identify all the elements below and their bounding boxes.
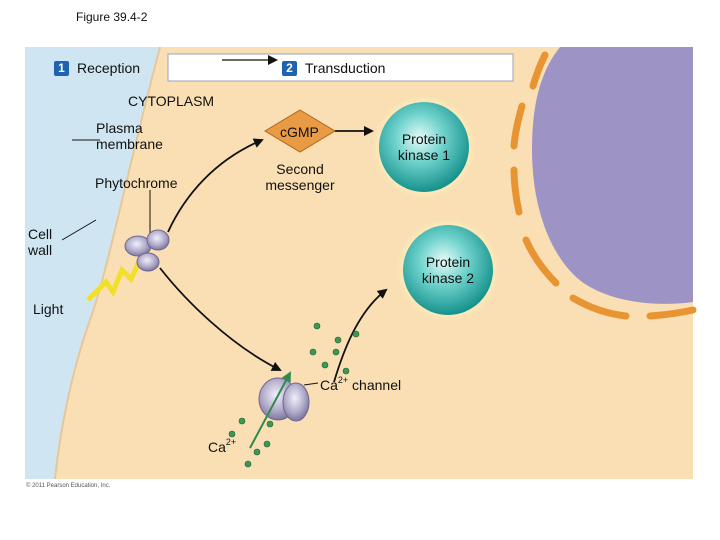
cell-wall-line-1: Cell [28, 226, 53, 242]
nuclear-envelope [510, 51, 697, 320]
step-2-badge: 2 [282, 60, 297, 76]
cytoplasm-label: CYTOPLASM [128, 93, 215, 109]
nucleus [532, 47, 693, 304]
protein-kinase-2 [403, 225, 493, 315]
ca-channel-charge: 2+ [337, 375, 349, 386]
step-transduction: 2 Transduction [282, 60, 385, 76]
protein-kinase-1-label: Protein kinase 1 [389, 131, 459, 163]
second-messenger-line-2: messenger [265, 177, 335, 193]
kinase-1-line-1: Protein [401, 131, 447, 147]
step-reception: 1 Reception [54, 60, 140, 76]
ca-channel-leader [303, 382, 319, 386]
step-2-label: Transduction [305, 60, 386, 76]
second-messenger-line-1: Second [276, 161, 324, 177]
cell-wall-label: Cell wall [28, 226, 52, 258]
copyright-notice: © 2011 Pearson Education, Inc. [26, 483, 111, 489]
ca-channel-label: Ca2+ channel [320, 375, 402, 393]
ca-channel-ion: Ca [320, 377, 338, 393]
ca-ion-text: Ca [208, 439, 226, 455]
plasma-membrane-label: Plasma membrane [96, 120, 163, 152]
phytochrome-to-cgmp-arrow [167, 138, 264, 233]
plasma-membrane-line [54, 46, 161, 480]
phytochrome-label: Phytochrome [95, 175, 178, 191]
cgmp-shape [264, 109, 336, 153]
protein-kinase-2-label: Protein kinase 2 [413, 254, 483, 286]
cgmp-label: cGMP [280, 124, 319, 140]
calcium-channel [258, 377, 310, 422]
ca-channel-suffix: channel [348, 377, 402, 393]
second-messenger-label: Second messenger [263, 161, 337, 193]
ca-ion-label: Ca2+ [208, 437, 237, 455]
light-bolt [86, 256, 144, 302]
ca-ion-charge: 2+ [225, 437, 237, 448]
calcium-dots [228, 322, 360, 468]
transduction-banner [167, 53, 514, 82]
light-label: Light [33, 301, 64, 317]
cell-wall-leader [61, 219, 97, 241]
kinase-2-line-2: kinase 2 [421, 270, 475, 286]
plasma-membrane-line-2: membrane [96, 136, 163, 152]
phytochrome-protein [124, 229, 170, 272]
kinase-2-line-1: Protein [425, 254, 471, 270]
step-1-badge: 1 [54, 60, 69, 76]
calcium-influx-arrow [249, 371, 291, 449]
cell-wall-line-2: wall [28, 242, 53, 258]
phytochrome-to-channel-arrow [159, 267, 282, 371]
protein-kinase-1 [379, 102, 469, 192]
figure-label: Figure 39.4-2 [76, 10, 148, 24]
step-1-label: Reception [77, 60, 141, 76]
kinase-1-line-2: kinase 1 [397, 147, 451, 163]
plasma-membrane-line-1: Plasma [96, 120, 143, 136]
calcium-to-kinase2-arrow [333, 288, 388, 383]
